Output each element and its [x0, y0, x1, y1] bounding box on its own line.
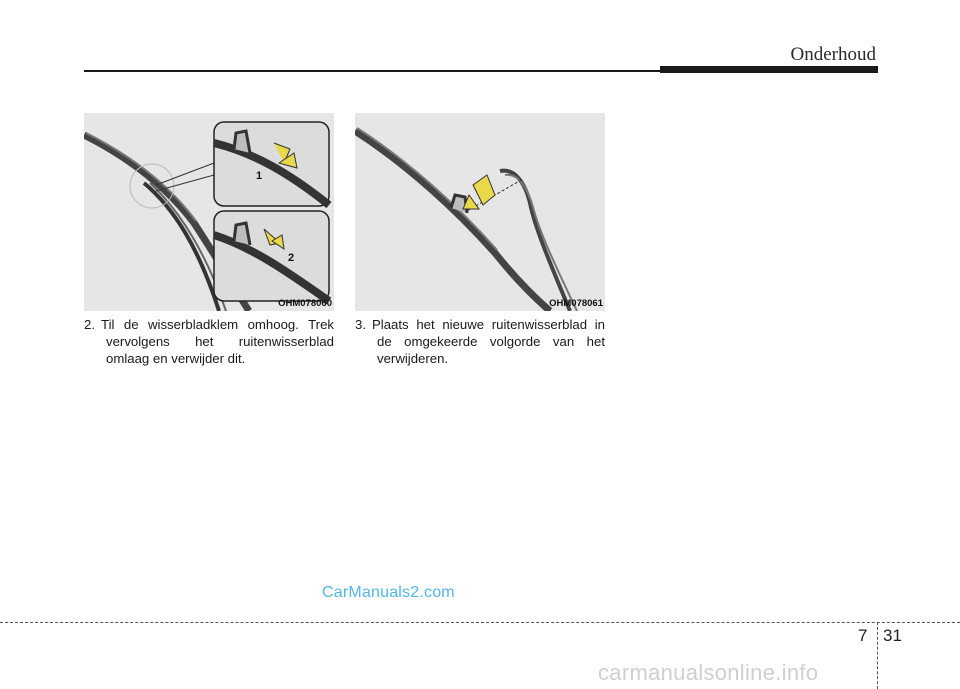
header-rule-thin	[84, 70, 664, 72]
page-number-divider	[877, 622, 878, 689]
footer-divider	[0, 622, 960, 623]
step-text: Til de wisserbladklem omhoog. Trek vervo…	[101, 317, 334, 366]
step-text: Plaats het nieuwe ruitenwisserblad in de…	[372, 317, 605, 366]
step-number: 2.	[84, 317, 95, 332]
watermark-link[interactable]: CarManuals2.com	[322, 584, 455, 601]
section-title: Onderhoud	[790, 44, 876, 65]
figure-wiper-install: OHM078061	[355, 113, 605, 311]
step-number: 3.	[355, 317, 366, 332]
figure-code: OHM078061	[549, 298, 603, 309]
figure-wiper-clip-release: 1 2 OHM078060	[84, 113, 334, 311]
step-3: 3. Plaats het nieuwe ruitenwisserblad in…	[355, 316, 605, 367]
page-number: 31	[883, 626, 902, 645]
step-2: 2. Til de wisserbladklem omhoog. Trek ve…	[84, 316, 334, 367]
callout-1: 1	[256, 170, 262, 182]
wiper-illustration-2	[355, 127, 578, 311]
chapter-number: 7	[858, 626, 868, 645]
figure-code: OHM078060	[278, 298, 332, 309]
callout-2: 2	[288, 252, 294, 264]
wiper-illustration-1: 1 2	[84, 121, 332, 311]
header-rule-thick	[660, 66, 878, 73]
footer-brand-watermark: carmanualsonline.info	[598, 660, 819, 685]
